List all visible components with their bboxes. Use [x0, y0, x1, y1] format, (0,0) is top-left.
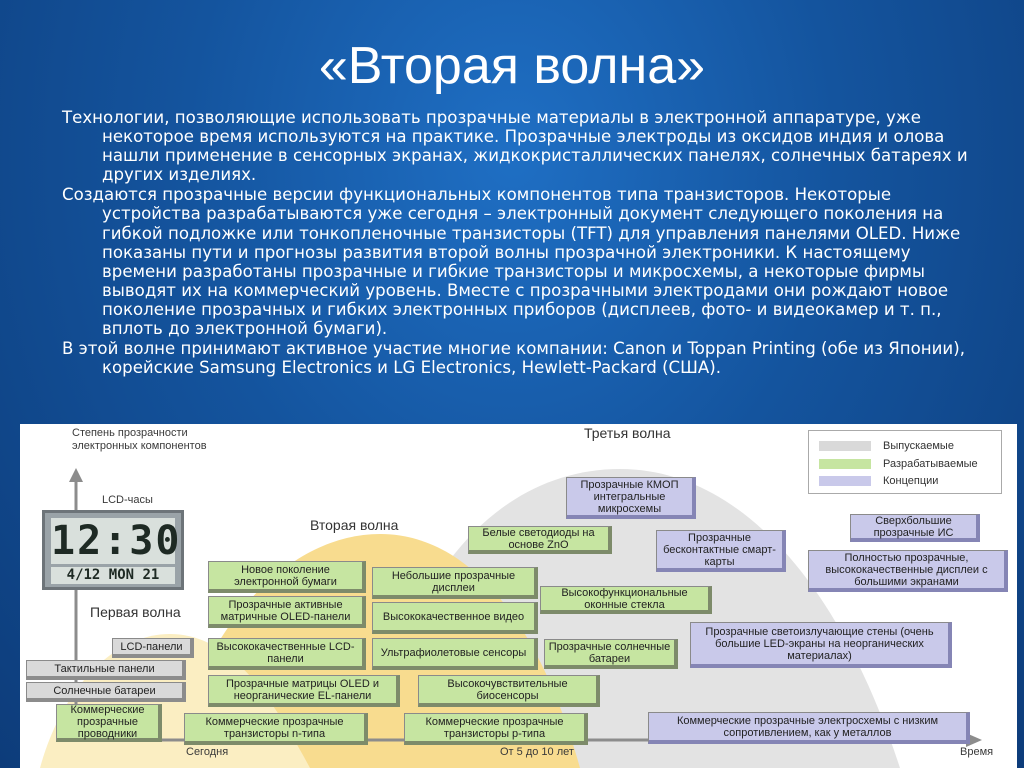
box-commercial-conductors: Коммерческие прозрачные проводники	[56, 704, 162, 742]
x-tick-5-10-years: От 5 до 10 лет	[500, 746, 574, 758]
x-axis-arrow-icon	[966, 733, 982, 747]
box-amoled: Прозрачные активные матричные OLED-панел…	[208, 596, 366, 628]
box-hq-video: Высококачественное видео	[372, 602, 538, 634]
box-lcd-panels: LCD-панели	[112, 638, 194, 658]
legend: Выпускаемые Разрабатываемые Концепции	[808, 430, 1002, 494]
legend-label-developed: Разрабатываемые	[883, 458, 978, 470]
box-transparent-solar: Прозрачные солнечные батареи	[544, 639, 678, 669]
legend-swatch-concepts	[819, 476, 871, 486]
legend-swatch-produced	[819, 441, 871, 451]
box-hq-lcd: Высококачественные LCD-панели	[208, 638, 366, 670]
legend-label-concepts: Концепции	[883, 475, 939, 487]
box-solar-batteries: Солнечные батареи	[26, 682, 186, 702]
box-smart-cards: Прозрачные бесконтактные смарт-карты	[656, 530, 786, 572]
slide-body: Технологии, позволяющие использовать про…	[62, 108, 972, 378]
x-axis-label: Время	[960, 746, 994, 758]
box-uv-sensors: Ультрафиолетовые сенсоры	[372, 638, 538, 670]
transparent-electronics-diagram: Степень прозрачности электронных компоне…	[20, 424, 1017, 768]
box-e-paper: Новое поколение электронной бумаги	[208, 561, 366, 593]
wave-1-label: Первая волна	[90, 604, 181, 620]
paragraph-2: Создаются прозрачные версии функциональн…	[62, 185, 961, 339]
box-large-ics: Сверхбольшие прозрачные ИС	[850, 514, 980, 542]
box-cmos-ics: Прозрачные КМОП интегральные микросхемы	[566, 477, 696, 519]
legend-swatch-developed	[819, 459, 871, 469]
box-n-type-transistors: Коммерческие прозрачные транзисторы n-ти…	[184, 713, 368, 745]
paragraph-1: Технологии, позволяющие использовать про…	[62, 108, 968, 185]
paragraph-3: В этой волне принимают активное участие …	[62, 339, 965, 378]
box-touch-panels: Тактильные панели	[26, 660, 186, 680]
legend-item-concepts: Концепции	[819, 474, 938, 488]
y-axis-arrow-icon	[69, 468, 83, 482]
y-axis-label: Степень прозрачности электронных компоне…	[72, 427, 207, 452]
x-tick-today: Сегодня	[186, 746, 229, 758]
legend-item-developed: Разрабатываемые	[819, 457, 978, 471]
legend-item-produced: Выпускаемые	[819, 439, 954, 453]
lcd-clock-image: 12:30 4/12 MON 21	[42, 510, 184, 590]
box-large-displays: Полностью прозрачные, высококачественные…	[808, 550, 1008, 592]
box-window-glass: Высокофункциональные оконные стекла	[540, 586, 712, 614]
box-white-leds: Белые светодиоды на основе ZnO	[468, 526, 612, 554]
clock-caption: LCD-часы	[102, 494, 153, 506]
wave-3-label: Третья волна	[584, 425, 671, 441]
box-biosensors: Высокочувствительные биосенсоры	[418, 675, 600, 707]
clock-time: 12:30	[51, 518, 182, 564]
box-small-displays: Небольшие прозрачные дисплеи	[372, 567, 538, 599]
box-oled-el-matrices: Прозрачные матрицы OLED и неорганические…	[208, 675, 400, 707]
clock-date: 4/12 MON 21	[51, 567, 175, 584]
box-p-type-transistors: Коммерческие прозрачные транзисторы p-ти…	[404, 713, 588, 745]
slide-title: «Вторая волна»	[318, 37, 706, 95]
legend-label-produced: Выпускаемые	[883, 440, 954, 452]
box-led-walls: Прозрачные светоизлучающие стены (очень …	[690, 622, 952, 668]
box-low-resistance-circuits: Коммерческие прозрачные электросхемы с н…	[648, 712, 970, 744]
wave-2-label: Вторая волна	[310, 517, 399, 533]
